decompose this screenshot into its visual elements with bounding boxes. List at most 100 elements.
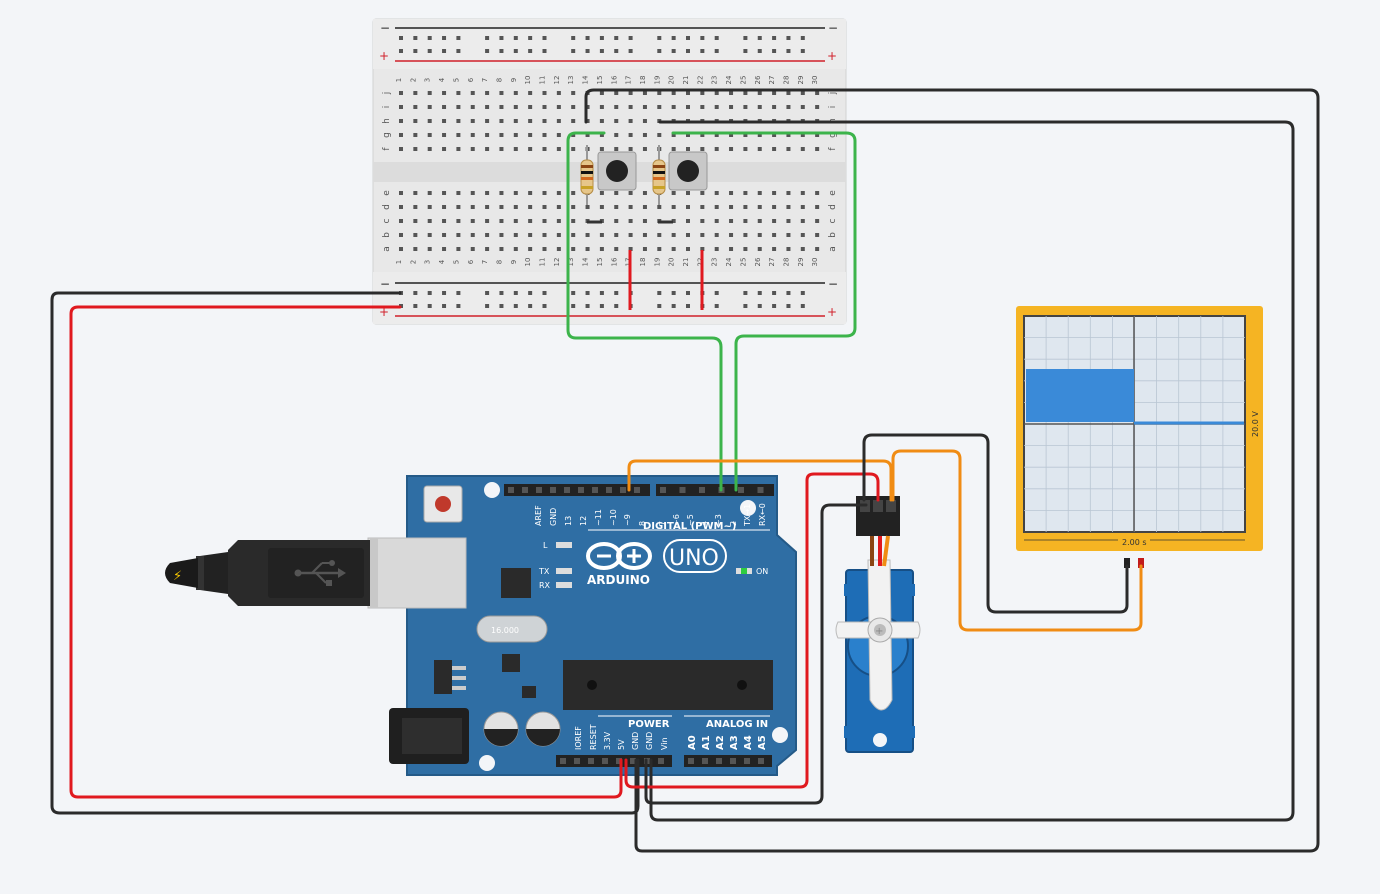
breadboard-hole[interactable] xyxy=(671,205,676,209)
breadboard-hole[interactable] xyxy=(671,191,676,195)
breadboard-hole[interactable] xyxy=(399,49,403,53)
breadboard-hole[interactable] xyxy=(456,133,461,137)
breadboard-hole[interactable] xyxy=(442,219,447,223)
breadboard-hole[interactable] xyxy=(671,219,676,223)
breadboard-hole[interactable] xyxy=(815,147,820,151)
header-hole[interactable] xyxy=(730,758,736,764)
breadboard-hole[interactable] xyxy=(585,36,590,40)
breadboard-hole[interactable] xyxy=(614,147,619,151)
breadboard-hole[interactable] xyxy=(757,233,762,237)
breadboard-hole[interactable] xyxy=(628,105,633,109)
breadboard-hole[interactable] xyxy=(757,219,762,223)
breadboard-hole[interactable] xyxy=(686,247,690,251)
breadboard-hole[interactable] xyxy=(456,205,461,209)
breadboard-hole[interactable] xyxy=(413,247,418,251)
breadboard-hole[interactable] xyxy=(456,91,461,95)
breadboard-hole[interactable] xyxy=(442,247,447,251)
breadboard-hole[interactable] xyxy=(542,119,547,123)
breadboard-hole[interactable] xyxy=(628,133,633,137)
breadboard-hole[interactable] xyxy=(599,233,604,237)
breadboard-hole[interactable] xyxy=(542,233,547,237)
breadboard-hole[interactable] xyxy=(427,119,432,123)
breadboard-hole[interactable] xyxy=(686,36,690,40)
breadboard-hole[interactable] xyxy=(772,291,777,295)
breadboard-hole[interactable] xyxy=(599,36,604,40)
breadboard-hole[interactable] xyxy=(599,304,604,308)
breadboard-hole[interactable] xyxy=(513,147,518,151)
breadboard-hole[interactable] xyxy=(614,105,619,109)
breadboard-hole[interactable] xyxy=(743,105,748,109)
breadboard-hole[interactable] xyxy=(642,219,647,223)
breadboard-hole[interactable] xyxy=(571,205,576,209)
servo-motor[interactable]: + xyxy=(835,496,921,753)
breadboard-hole[interactable] xyxy=(399,191,403,195)
breadboard-hole[interactable] xyxy=(513,291,518,295)
breadboard-hole[interactable] xyxy=(556,105,561,109)
header-hole[interactable] xyxy=(699,487,705,493)
breadboard-hole[interactable] xyxy=(743,147,748,151)
breadboard-hole[interactable] xyxy=(442,49,447,53)
breadboard-hole[interactable] xyxy=(628,49,633,53)
breadboard-hole[interactable] xyxy=(686,105,690,109)
breadboard-hole[interactable] xyxy=(614,191,619,195)
breadboard-hole[interactable] xyxy=(671,304,676,308)
breadboard-hole[interactable] xyxy=(714,219,719,223)
breadboard-hole[interactable] xyxy=(743,191,748,195)
breadboard-hole[interactable] xyxy=(700,133,705,137)
breadboard-hole[interactable] xyxy=(499,119,504,123)
breadboard-hole[interactable] xyxy=(456,36,461,40)
breadboard-hole[interactable] xyxy=(485,205,490,209)
breadboard-hole[interactable] xyxy=(671,105,676,109)
breadboard-hole[interactable] xyxy=(585,119,590,123)
breadboard-hole[interactable] xyxy=(585,105,590,109)
breadboard-hole[interactable] xyxy=(815,91,820,95)
breadboard-hole[interactable] xyxy=(413,191,418,195)
breadboard-hole[interactable] xyxy=(528,105,533,109)
breadboard-hole[interactable] xyxy=(714,191,719,195)
breadboard-hole[interactable] xyxy=(786,219,791,223)
breadboard-hole[interactable] xyxy=(427,91,432,95)
breadboard-hole[interactable] xyxy=(686,49,690,53)
breadboard-hole[interactable] xyxy=(800,304,805,308)
breadboard-hole[interactable] xyxy=(729,91,734,95)
breadboard-hole[interactable] xyxy=(413,304,418,308)
breadboard-hole[interactable] xyxy=(556,91,561,95)
header-hole[interactable] xyxy=(550,487,556,493)
breadboard-hole[interactable] xyxy=(786,205,791,209)
breadboard-hole[interactable] xyxy=(456,291,461,295)
breadboard-hole[interactable] xyxy=(743,304,748,308)
breadboard-hole[interactable] xyxy=(485,147,490,151)
breadboard-hole[interactable] xyxy=(585,304,590,308)
oscilloscope-probe-pos[interactable] xyxy=(1138,558,1144,568)
breadboard-hole[interactable] xyxy=(413,36,418,40)
header-hole[interactable] xyxy=(588,758,594,764)
breadboard-hole[interactable] xyxy=(614,91,619,95)
breadboard-hole[interactable] xyxy=(442,233,447,237)
breadboard-hole[interactable] xyxy=(729,105,734,109)
breadboard-hole[interactable] xyxy=(442,91,447,95)
breadboard-hole[interactable] xyxy=(614,291,619,295)
breadboard-hole[interactable] xyxy=(757,36,762,40)
header-hole[interactable] xyxy=(602,758,608,764)
breadboard-hole[interactable] xyxy=(757,91,762,95)
breadboard-hole[interactable] xyxy=(542,247,547,251)
breadboard-hole[interactable] xyxy=(599,133,604,137)
breadboard-hole[interactable] xyxy=(772,36,777,40)
breadboard-hole[interactable] xyxy=(456,105,461,109)
breadboard-hole[interactable] xyxy=(513,91,518,95)
breadboard-hole[interactable] xyxy=(671,133,676,137)
breadboard-hole[interactable] xyxy=(700,247,705,251)
breadboard-hole[interactable] xyxy=(499,219,504,223)
header-hole[interactable] xyxy=(592,487,598,493)
breadboard-hole[interactable] xyxy=(657,205,662,209)
breadboard-hole[interactable] xyxy=(585,247,590,251)
breadboard-hole[interactable] xyxy=(714,205,719,209)
breadboard-hole[interactable] xyxy=(614,205,619,209)
breadboard-hole[interactable] xyxy=(657,247,662,251)
breadboard-hole[interactable] xyxy=(413,133,418,137)
breadboard-hole[interactable] xyxy=(470,247,475,251)
breadboard-hole[interactable] xyxy=(729,247,734,251)
breadboard-hole[interactable] xyxy=(542,291,547,295)
breadboard-hole[interactable] xyxy=(485,36,490,40)
breadboard-hole[interactable] xyxy=(571,133,576,137)
